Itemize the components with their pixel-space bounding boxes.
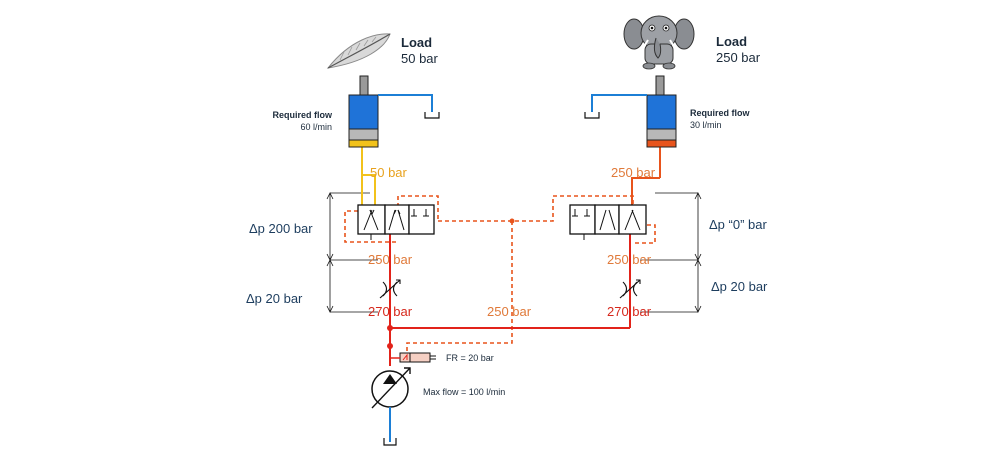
left-directional-valve — [357, 204, 435, 240]
right-cylinder — [584, 75, 677, 148]
pump-max-flow-label: Max flow = 100 l/min — [423, 387, 505, 397]
junction-dot — [387, 325, 393, 331]
right-compensator — [619, 279, 641, 299]
load-sense-pressure: 250 bar — [487, 304, 532, 319]
feather-icon — [326, 33, 391, 69]
right-supply-pressure: 270 bar — [607, 304, 652, 319]
right-load-title: Load — [716, 34, 747, 49]
pump-icon — [371, 367, 411, 446]
left-flow-value: 60 l/min — [300, 122, 332, 132]
right-flow-title: Required flow — [690, 108, 751, 118]
left-valve-delta: Δp 200 bar — [249, 221, 313, 236]
right-after-valve-pressure: 250 bar — [607, 252, 652, 267]
supply-lines — [389, 234, 631, 366]
right-compensator-delta: Δp 20 bar — [711, 279, 768, 294]
junction-dot — [509, 218, 515, 224]
right-cylinder-pressure: 250 bar — [611, 165, 656, 180]
left-load-value: 50 bar — [401, 51, 439, 66]
left-compensator — [379, 279, 401, 299]
right-flow-value: 30 l/min — [690, 120, 722, 130]
right-cylinder-line-lower — [631, 177, 660, 205]
left-supply-pressure: 270 bar — [368, 304, 413, 319]
flow-regulator-valve — [390, 352, 436, 363]
right-directional-valve — [569, 204, 647, 240]
left-load-title: Load — [401, 35, 432, 50]
left-flow-title: Required flow — [272, 110, 333, 120]
left-cylinder — [348, 75, 440, 148]
left-compensator-delta: Δp 20 bar — [246, 291, 303, 306]
left-after-valve-pressure: 250 bar — [368, 252, 413, 267]
left-cylinder-pressure: 50 bar — [370, 165, 408, 180]
right-load-value: 250 bar — [716, 50, 761, 65]
elephant-icon — [623, 15, 695, 70]
flow-regulator-label: FR = 20 bar — [446, 353, 494, 363]
junction-dot — [387, 343, 393, 349]
dimension-lines — [326, 192, 702, 313]
left-cylinder-line-lower — [362, 174, 376, 205]
right-valve-delta: Δp “0” bar — [709, 217, 767, 232]
